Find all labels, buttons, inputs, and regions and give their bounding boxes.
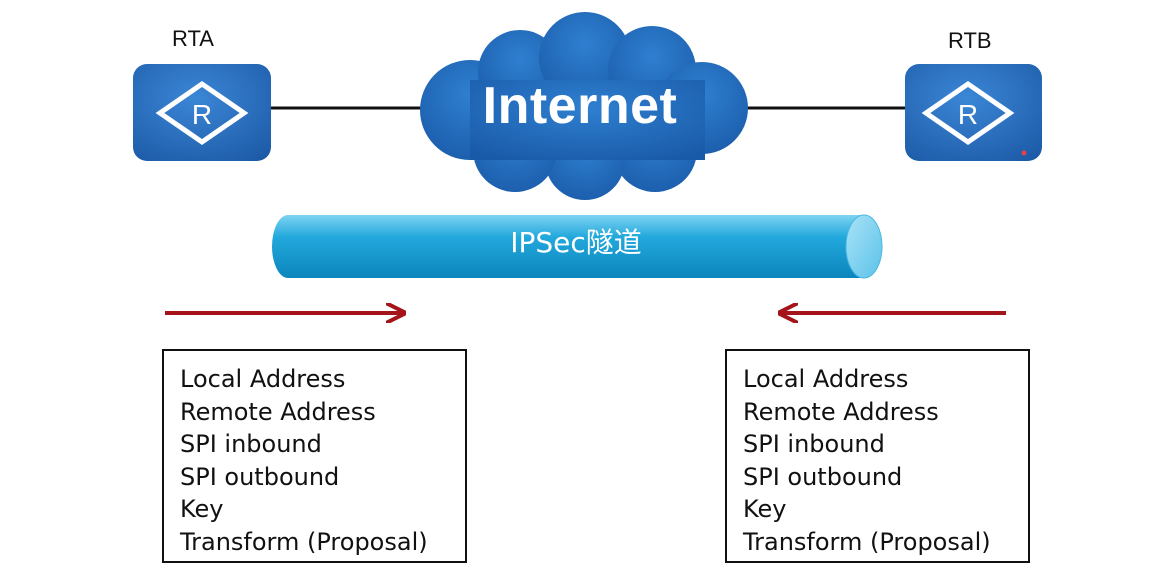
sa-parameter-item: Key (180, 495, 224, 523)
sa-parameter-item: Local Address (180, 365, 346, 393)
sa-parameter-item: SPI inbound (743, 430, 885, 458)
svg-text:R: R (192, 99, 212, 130)
svg-text:R: R (958, 99, 978, 130)
sa-parameter-item: Remote Address (743, 397, 939, 426)
sa-parameter-item: Local Address (743, 365, 909, 393)
sa-parameter-item: Key (743, 495, 787, 523)
sa-parameters-box-rtb: Local Address Remote Address SPI inbound… (725, 349, 1030, 563)
router-rta-icon: R (133, 64, 271, 161)
internet-label: Internet (482, 77, 678, 135)
sa-parameter-item: SPI outbound (180, 462, 340, 491)
ipsec-tunnel-label: IPSec隧道 (510, 226, 642, 259)
sa-parameter-item: SPI outbound (743, 462, 903, 491)
sa-parameters-box-rta: Local Address Remote Address SPI inbound… (162, 349, 467, 563)
sa-parameter-item: Transform (Proposal) (180, 527, 428, 556)
sa-parameter-item: Remote Address (180, 397, 376, 426)
sa-parameter-item: SPI inbound (180, 430, 322, 458)
sa-parameter-item: Transform (Proposal) (743, 527, 991, 556)
internet-cloud-icon (420, 12, 748, 200)
ipsec-tunnel-pipe (272, 214, 883, 279)
router-rtb-label: RTB (948, 28, 992, 53)
router-rtb-icon: R (905, 64, 1042, 161)
router-rta-label: RTA (172, 26, 214, 51)
